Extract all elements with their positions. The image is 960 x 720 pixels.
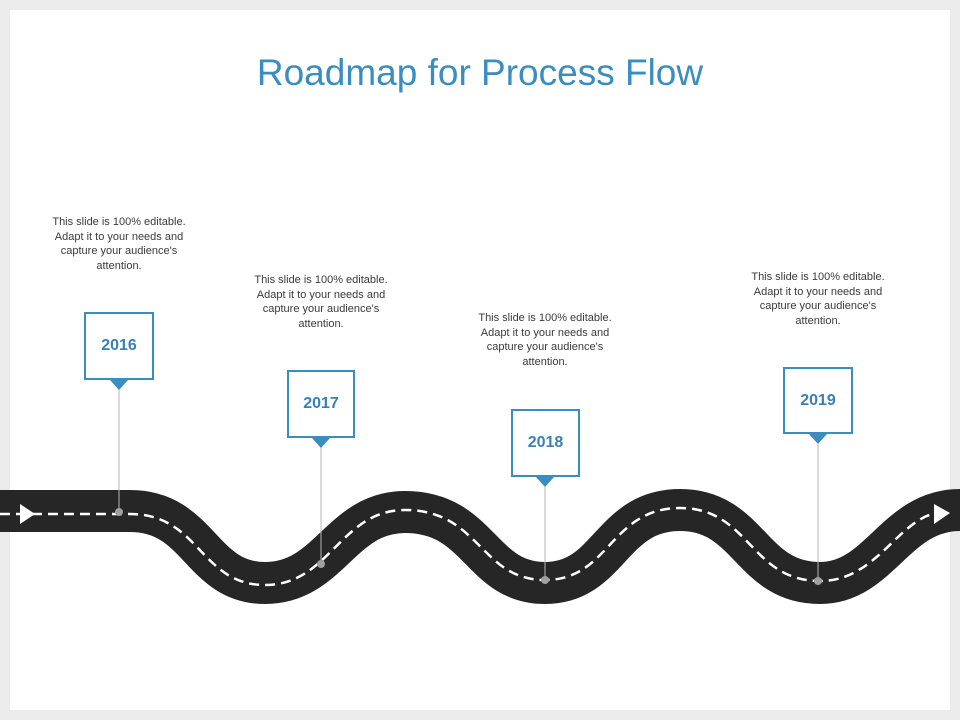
milestone-dot-2016 (115, 508, 123, 516)
milestone-note-2017: This slide is 100% editable. Adapt it to… (254, 274, 388, 330)
road-start-arrow-icon (20, 504, 35, 524)
milestone-box-2016: 2016 (84, 312, 154, 380)
pin-pointer-2018 (536, 477, 554, 487)
milestone-note-2016: This slide is 100% editable. Adapt it to… (52, 216, 186, 272)
milestone-year-2017: 2017 (303, 395, 339, 412)
milestone-box-2017: 2017 (287, 370, 355, 438)
pin-pointer-2016 (110, 380, 128, 390)
milestone-dot-2019 (814, 577, 822, 585)
milestone-year-2016: 2016 (101, 337, 137, 354)
milestone-box-2019: 2019 (783, 367, 853, 434)
pin-pointer-2017 (312, 438, 330, 448)
pin-pointer-2019 (809, 434, 827, 444)
milestone-dot-2017 (317, 560, 325, 568)
milestone-note-2019: This slide is 100% editable. Adapt it to… (751, 271, 885, 327)
milestone-year-2018: 2018 (527, 434, 564, 451)
road-end-arrow-icon (934, 504, 950, 524)
milestone-note-2018: This slide is 100% editable. Adapt it to… (478, 312, 612, 368)
milestone-year-2019: 2019 (800, 391, 836, 409)
slide-title: Roadmap for Process Flow (256, 52, 704, 93)
milestone-box-2018: 2018 (511, 409, 580, 477)
milestone-dot-2018 (541, 576, 549, 584)
